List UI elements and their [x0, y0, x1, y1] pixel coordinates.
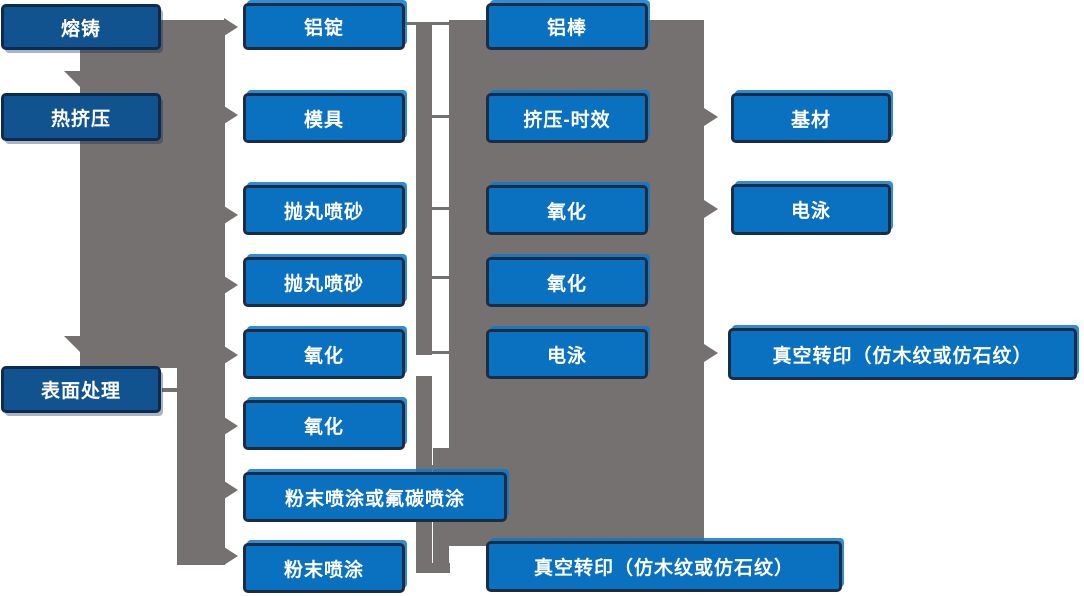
- arrow-right-icon: [224, 417, 238, 435]
- arrow-right-icon: [224, 106, 238, 124]
- tie-shotblast2-row: [431, 276, 449, 279]
- arrow-right-icon: [224, 346, 238, 364]
- tie-oxidation-row: [431, 351, 449, 354]
- node-electrophoresis-2: 电泳: [731, 184, 891, 235]
- node-shot-blast-sandblast-2: 抛丸喷砂: [243, 257, 405, 307]
- node-extrusion-aging: 挤压-时效: [486, 93, 648, 143]
- node-vacuum-transfer-print-right: 真空转印（仿木纹或仿石纹）: [728, 328, 1077, 380]
- tie-mold-row: [431, 115, 449, 118]
- connector-mid-band-upper: [416, 22, 432, 355]
- node-melt-casting: 熔铸: [1, 4, 161, 50]
- node-aluminum-rod: 铝棒: [486, 3, 648, 50]
- node-electrophoresis-1: 电泳: [486, 329, 648, 379]
- node-mold: 模具: [243, 93, 405, 143]
- node-oxidation-4: 氧化: [486, 257, 648, 307]
- arrow-right-icon: [224, 547, 238, 565]
- arrow-right-icon: [704, 108, 718, 126]
- node-oxidation-1: 氧化: [243, 329, 405, 379]
- tie-shotblast1-row: [431, 207, 449, 210]
- arrow-down-icon: [64, 336, 98, 353]
- arrow-down-icon: [64, 71, 98, 88]
- node-surface-treatment: 表面处理: [1, 366, 161, 413]
- arrow-right-icon: [224, 481, 238, 499]
- node-powder-or-fluorocarbon-coating: 粉末喷涂或氟碳喷涂: [243, 472, 507, 522]
- tie-mid-lower-row: [431, 465, 449, 469]
- arrow-right-icon: [224, 276, 238, 294]
- node-hot-extrusion: 热挤压: [1, 93, 161, 141]
- arrow-right-icon: [224, 18, 238, 36]
- connector-left-wide-band: [80, 20, 225, 368]
- tie-ingot-to-block: [405, 22, 449, 25]
- node-base-material: 基材: [731, 93, 891, 143]
- arrow-right-icon: [704, 200, 718, 218]
- connector-bottom-tie: [430, 563, 450, 573]
- node-oxidation-3: 氧化: [486, 185, 648, 235]
- tie-surface-treatment: [162, 388, 178, 392]
- node-powder-coating: 粉末喷涂: [243, 543, 405, 593]
- connector-left-lower-band: [177, 368, 225, 565]
- node-vacuum-transfer-print-bottom: 真空转印（仿木纹或仿石纹）: [486, 541, 842, 592]
- node-shot-blast-sandblast-1: 抛丸喷砂: [243, 185, 405, 235]
- arrow-right-icon: [224, 206, 238, 224]
- arrow-right-icon: [704, 344, 718, 362]
- node-oxidation-2: 氧化: [243, 400, 405, 450]
- node-aluminum-ingot: 铝锭: [243, 3, 405, 50]
